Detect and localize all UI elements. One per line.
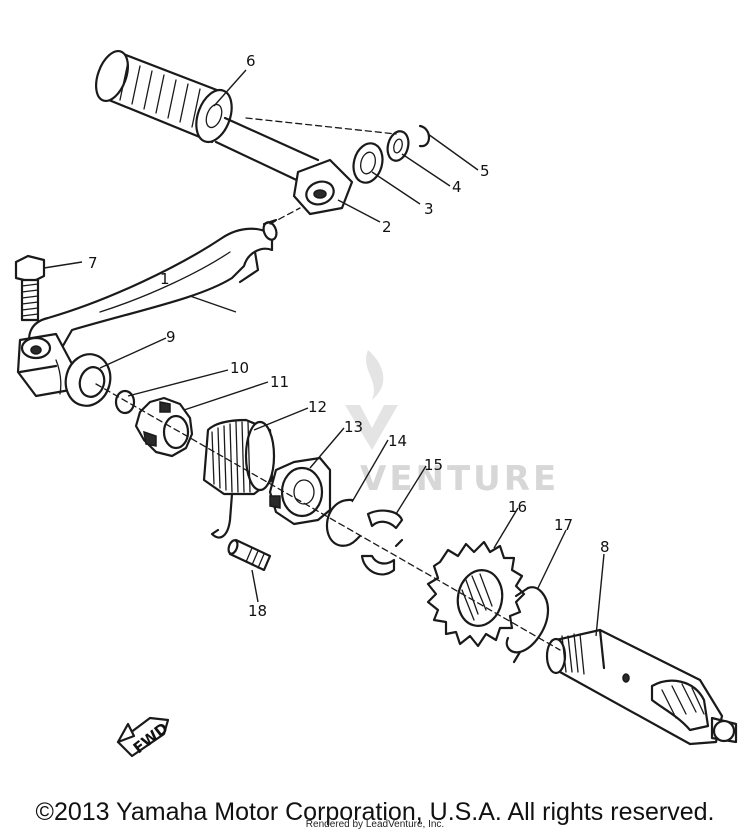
part-8-kick-axle (545, 628, 738, 746)
callout-10: 10 (230, 359, 249, 377)
callout-9: 9 (166, 328, 176, 346)
callout-7: 7 (88, 254, 98, 272)
callout-17: 17 (554, 516, 573, 534)
part-1-kick-crank (16, 218, 278, 398)
watermark: VENTURE (345, 350, 559, 499)
part-3-spring (352, 142, 384, 184)
copyright-notice: ©2013 Yamaha Motor Corporation, U.S.A. A… (35, 798, 715, 826)
watermark-text: VENTURE (360, 459, 559, 499)
callout-leaders (43, 69, 605, 637)
part-5-circlip (418, 124, 431, 148)
part-13-spring-cover (268, 456, 332, 526)
callout-1: 1 (160, 270, 170, 288)
callout-5: 5 (480, 162, 490, 180)
rendered-by-credit: Rendered by LeadVenture, Inc. (305, 819, 445, 830)
callout-13: 13 (344, 418, 363, 436)
part-9-bushing (55, 353, 112, 407)
kick-lever-upper-shaft (214, 116, 320, 186)
part-15-clip (360, 509, 404, 576)
assembly-center-lines (95, 117, 561, 651)
part-11-spring-guide (134, 396, 194, 458)
part-4-washer (386, 130, 410, 162)
part-16-kick-gear (426, 540, 526, 648)
callout-14: 14 (388, 432, 407, 450)
part-14-circlip (325, 498, 362, 547)
callout-2: 2 (382, 218, 392, 236)
callout-15: 15 (424, 456, 443, 474)
callout-11: 11 (270, 373, 289, 391)
part-2-pivot (292, 158, 354, 216)
part-17-spring-clip (505, 586, 550, 664)
callout-8: 8 (600, 538, 610, 556)
callout-12: 12 (308, 398, 327, 416)
callout-16: 16 (508, 498, 527, 516)
callout-labels: 1 2 3 4 5 6 7 8 9 10 11 12 13 14 15 16 1… (88, 52, 610, 620)
part-18-pin (227, 538, 272, 572)
part-12-kick-spring (202, 418, 276, 539)
fwd-arrow: FWD (116, 716, 172, 757)
callout-18: 18 (248, 602, 267, 620)
callout-4: 4 (452, 178, 462, 196)
callout-6: 6 (246, 52, 256, 70)
callout-3: 3 (424, 200, 434, 218)
part-7-bolt (14, 254, 46, 322)
part-10-ring (114, 389, 136, 415)
part-6-kick-grip (95, 50, 233, 144)
